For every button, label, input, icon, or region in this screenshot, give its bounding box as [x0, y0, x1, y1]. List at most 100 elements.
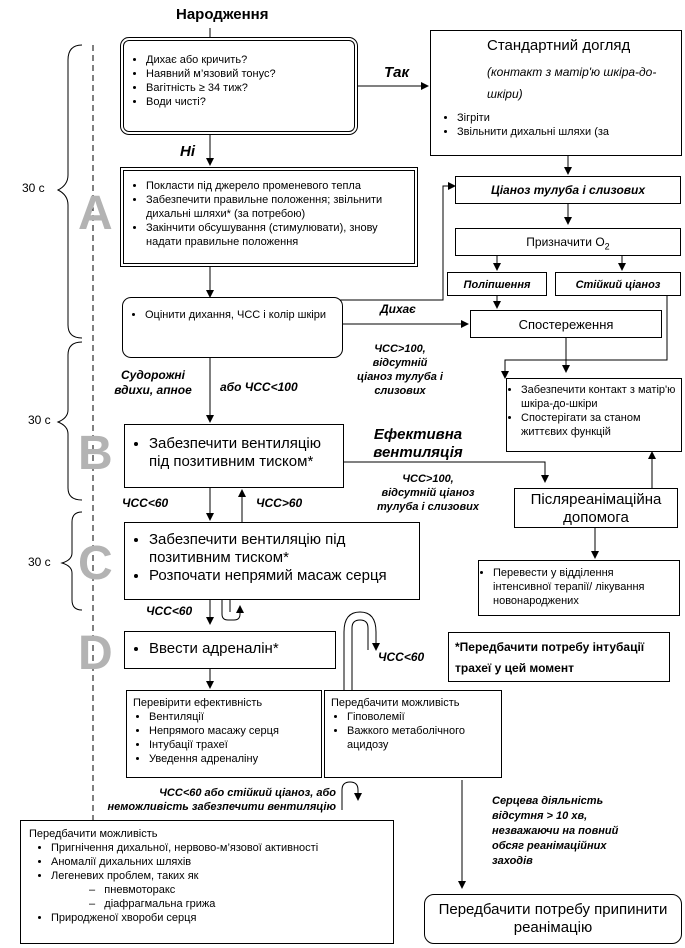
no-label: Ні [180, 143, 195, 160]
letter-d: D [78, 627, 113, 680]
step-d-item: Ввести адреналін* [149, 640, 329, 658]
note-line: тулуба і слизових [376, 501, 480, 513]
gasping-line: вдихи, апное [114, 383, 192, 397]
standard-care-box: Стандартний догляд (контакт з матір'ю шк… [430, 30, 682, 156]
asterisk: * [455, 640, 460, 654]
question-item: Дихає або кричить? [146, 53, 346, 67]
step-c-item: Розпочати непрямий масаж серця [149, 567, 413, 585]
subitem-text: діафрагмальна грижа [104, 898, 216, 910]
note-line: неможливість забезпечити вентиляцію [107, 801, 336, 813]
assessment-questions-box: Дихає або кричить? Наявний м’язовий тону… [120, 37, 358, 135]
oxygen-subscript: 2 [604, 241, 610, 252]
consider-title: Передбачити можливість [331, 697, 460, 709]
effective-line: вентиляція [373, 444, 463, 461]
effective-ventilation-label: Ефективна вентиляція [358, 426, 478, 462]
check-effectiveness-box: Перевірити ефективність Вентиляції Непря… [126, 690, 322, 778]
check-item: Інтубації трахеї [149, 738, 317, 752]
note-line: Серцева діяльність [492, 795, 604, 807]
standard-care-item: Зігріти [457, 111, 673, 125]
step-a-box: Покласти під джерело променевого тепла З… [120, 167, 418, 267]
step-d-box: Ввести адреналін* [124, 631, 336, 669]
evaluate-item: Оцінити дихання, ЧСС і колір шкіри [145, 308, 336, 322]
effective-line: Ефективна [373, 426, 463, 443]
note-line: ціаноз тулуба і [357, 371, 443, 383]
time-label-b: 30 с [28, 413, 51, 427]
consider-box-1: Передбачити можливість Гіповолемії Важко… [324, 690, 502, 778]
or-hr-under-100-label: або ЧСС<100 [220, 380, 298, 394]
question-item: Наявний м’язовий тонус? [146, 67, 346, 81]
hr-under-60-c-label: ЧСС<60 [146, 604, 193, 618]
intubation-note-box: *Передбачити потребу інтубації трахеї у … [448, 632, 670, 682]
step-a-item: Забезпечити правильне положення; звільни… [146, 193, 406, 221]
gasping-label: Судорожні вдихи, апное [104, 368, 202, 398]
step-b-item: Забезпечити вентиляцію під позитивним ти… [149, 435, 337, 471]
observation-box: Спостереження [470, 310, 662, 338]
oxygen-box: Призначити O2 [455, 228, 681, 256]
skin-contact-item: Забезпечити контакт з матір'ю шкіра-до-ш… [521, 383, 677, 411]
asystole-note: Серцева діяльність відсутня > 10 хв, нез… [492, 794, 662, 869]
breathing-label: Дихає [380, 302, 416, 316]
evaluate-box: Оцінити дихання, ЧСС і колір шкіри [122, 297, 343, 358]
birth-label: Народження [176, 6, 269, 23]
note-line: відсутній ціаноз [381, 487, 475, 499]
asterisk: * [307, 453, 314, 470]
letter-b: B [78, 427, 113, 480]
nicu-item: Перевести у відділення інтенсивної терап… [493, 566, 675, 608]
consider-subitem: – пневмоторакс [89, 884, 176, 896]
check-item: Вентиляції [149, 710, 317, 724]
standard-care-item: Звільнити дихальні шляхи (за [457, 125, 673, 139]
post-resuscitation-box: Післяреанімаційна допомога [514, 488, 678, 528]
subitem-text: пневмоторакс [104, 884, 176, 896]
consider-item: Легеневих проблем, таких як [51, 869, 389, 883]
note-line: заходів [492, 855, 533, 867]
hr-over-100-b-note: ЧСС>100, відсутній ціаноз тулуба і слизо… [348, 472, 508, 514]
skin-contact-box: Забезпечити контакт з матір'ю шкіра-до-ш… [506, 378, 682, 452]
note-line: ЧСС>100, [374, 343, 426, 355]
letter-c: C [78, 537, 113, 590]
step-c-item: Забезпечити вентиляцію під позитивним ти… [149, 531, 413, 567]
step-b-text: Забезпечити вентиляцію під позитивним ти… [149, 435, 322, 470]
hr-over-60-label: ЧСС>60 [256, 496, 303, 510]
consider-box-2: Передбачити можливість Пригнічення дихал… [20, 820, 394, 944]
note-line: відсутній [372, 357, 428, 369]
consider-item: Пригнічення дихальної, нервово-м’язової … [51, 841, 389, 855]
question-item: Вагітність ≥ 34 тиж? [146, 81, 346, 95]
check-item: Непрямого масажу серця [149, 724, 317, 738]
consider-item: Аномалії дихальних шляхів [51, 855, 389, 869]
yes-label: Так [384, 64, 410, 81]
note-line: обсяг реанімаційних [492, 840, 607, 852]
note-line: незважаючи на повний [492, 825, 619, 837]
asterisk: * [283, 549, 289, 566]
check-title: Перевірити ефективність [133, 697, 263, 709]
cyanosis-box: Ціаноз тулуба і слизових [455, 176, 681, 204]
step-b-box: Забезпечити вентиляцію під позитивним ти… [124, 424, 344, 488]
hr-over-100-note: ЧСС>100, відсутній ціаноз тулуба і слизо… [340, 342, 460, 398]
hr-under-60-d-label: ЧСС<60 [378, 650, 425, 664]
oxygen-label: Призначити O [526, 235, 605, 249]
question-item: Води чисті? [146, 95, 346, 109]
gasping-line: Судорожні [120, 368, 185, 382]
consider-item: Важкого метаболічного ацидозу [347, 724, 497, 752]
stop-resuscitation-box: Передбачити потребу припинити реанімацію [424, 894, 682, 944]
note-line: відсутня > 10 хв, [492, 810, 588, 822]
step-c-box: Забезпечити вентиляцію під позитивним ти… [124, 522, 420, 600]
note-line: ЧСС<60 або стійкий ціаноз, або [159, 787, 336, 799]
step-a-item: Покласти під джерело променевого тепла [146, 179, 406, 193]
consider-item: Природженої хвороби серця [51, 911, 389, 925]
improved-box: Поліпшення [447, 272, 547, 296]
step-d-text: Ввести адреналін [149, 640, 273, 657]
step-c-text: Забезпечити вентиляцію під позитивним ти… [149, 531, 346, 566]
hr-under-60-label: ЧСС<60 [122, 496, 169, 510]
consider-subitem: – діафрагмальна грижа [89, 898, 216, 910]
persistent-cyanosis-box: Стійкий ціаноз [555, 272, 681, 296]
time-label-a: 30 с [22, 181, 45, 195]
note-line: ЧСС>100, [402, 473, 454, 485]
consider-subitems: – пневмоторакс – діафрагмальна грижа [29, 883, 389, 911]
consider-item: Гіповолемії [347, 710, 497, 724]
skin-contact-item: Спостерігати за станом життєвих функцій [521, 411, 677, 439]
nicu-transfer-box: Перевести у відділення інтенсивної терап… [478, 560, 680, 616]
intubation-note-text: Передбачити потребу інтубації трахеї у ц… [455, 640, 645, 675]
consider-title: Передбачити можливість [29, 828, 158, 840]
time-label-c: 30 с [28, 555, 51, 569]
